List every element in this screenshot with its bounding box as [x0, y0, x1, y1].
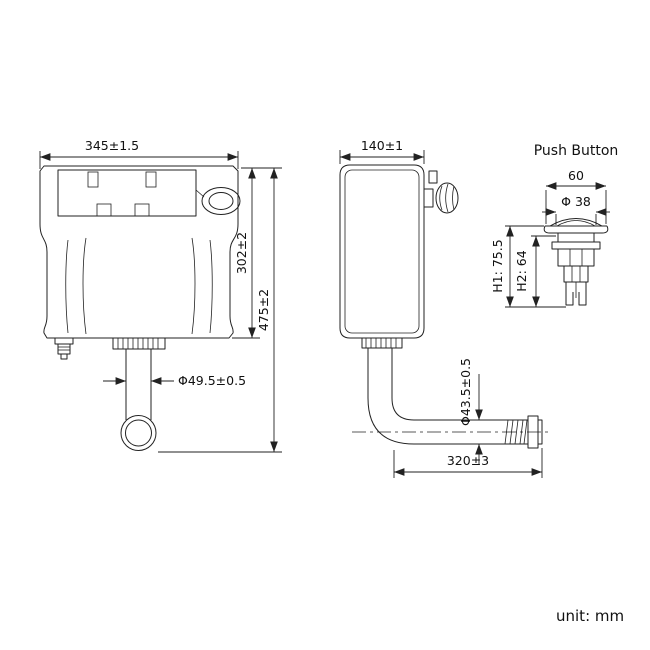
- pipe-length-label: 320±3: [447, 453, 489, 468]
- pipe-diameter-label: Φ43.5±0.5: [458, 358, 473, 426]
- outlet-flange: [112, 337, 166, 350]
- button-width-dimension: 60: [545, 168, 607, 224]
- access-panel: [57, 169, 197, 217]
- pipe-diameter-dimension: Φ43.5±0.5: [458, 358, 483, 464]
- button-h1-dimension: H1: 75.5: [490, 225, 566, 308]
- outlet-pipe-front: [120, 349, 157, 451]
- unit-label: unit: mm: [556, 607, 624, 625]
- pipe-length-dimension: 320±3: [393, 448, 543, 478]
- outlet-diameter-dimension: Φ49.5±0.5: [103, 373, 246, 388]
- side-depth-label: 140±1: [361, 138, 403, 153]
- outlet-diameter-label: Φ49.5±0.5: [178, 373, 246, 388]
- front-width-label: 345±1.5: [85, 138, 139, 153]
- button-h2-label: H2: 64: [514, 250, 529, 291]
- button-diameter-label: Φ 38: [561, 194, 591, 209]
- front-body-height-dimension: 302±2: [232, 167, 282, 339]
- side-depth-dimension: 140±1: [339, 138, 425, 164]
- button-h1-label: H1: 75.5: [490, 239, 505, 292]
- flush-valve-knob: [423, 170, 459, 214]
- button-h2-dimension: H2: 64: [514, 235, 556, 307]
- elbow-outlet-pipe: [352, 348, 550, 449]
- button-diameter-dimension: Φ 38: [542, 194, 610, 225]
- push-button-title: Push Button: [534, 143, 619, 159]
- front-total-height-dimension: 475±2: [158, 168, 282, 453]
- front-view: 345±1.5 302±2 475±2 Φ49.5±0.5: [39, 138, 282, 453]
- side-outlet-flange: [361, 337, 403, 349]
- cistern-side-outline: [339, 164, 425, 339]
- front-width-dimension: 345±1.5: [39, 138, 239, 169]
- front-body-height-label: 302±2: [234, 232, 249, 274]
- cistern-tank-outline: [39, 165, 239, 339]
- side-view: 140±1 Φ43.5±0.5 320±3: [339, 138, 550, 478]
- front-total-height-label: 475±2: [256, 289, 271, 331]
- inlet-valve-fitting: [54, 337, 74, 360]
- push-button-detail: Push Button 60 Φ 38: [490, 143, 619, 308]
- push-button-profile: [543, 218, 609, 306]
- button-width-label: 60: [568, 168, 584, 183]
- inlet-cap: [195, 187, 241, 215]
